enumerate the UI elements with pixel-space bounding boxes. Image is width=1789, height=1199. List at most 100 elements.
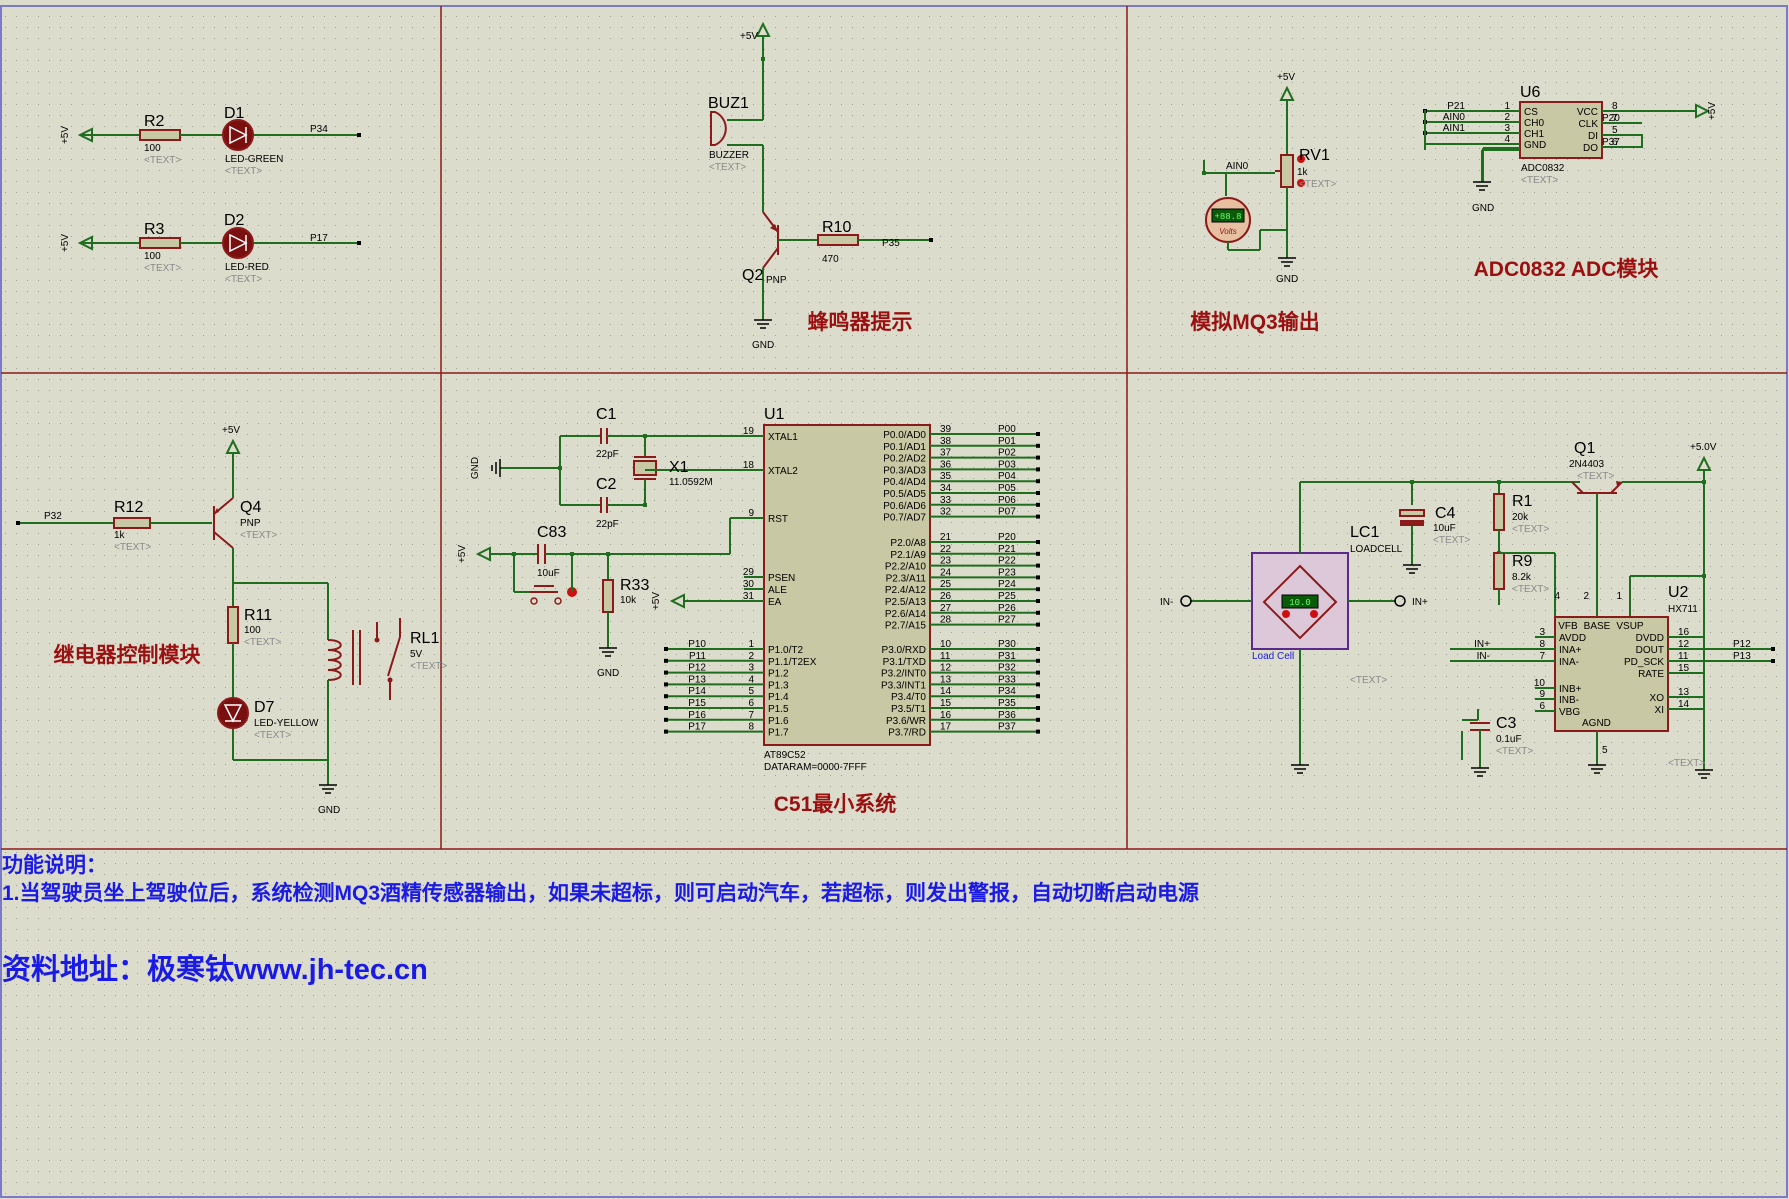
u1-part: AT89C52 (764, 750, 806, 761)
pin-name: P0.2/AD2 (883, 454, 926, 465)
pin-name: CH1 (1524, 129, 1544, 140)
c1-value: 22pF (596, 449, 619, 460)
c3-text: <TEXT> (1496, 746, 1533, 757)
hx711-left-pin: INA-7IN- (1450, 651, 1579, 668)
pin-number: 7 (1539, 651, 1545, 662)
pin-number: 12 (1678, 639, 1690, 650)
mcu-title: C51最小系统 (774, 792, 897, 816)
pin-number: 5 (748, 686, 754, 697)
pin-name: VSUP (1616, 621, 1644, 632)
r11-text: <TEXT> (244, 637, 281, 648)
r1-text: <TEXT> (1512, 524, 1549, 535)
meter-unit: Volts (1219, 227, 1237, 236)
vcc-label: +5V (60, 126, 71, 144)
pin-name: P1.7 (768, 728, 789, 739)
d1-text: <TEXT> (225, 166, 262, 177)
net-ain0: AIN0 (1226, 161, 1249, 172)
pin-number: 38 (940, 436, 952, 447)
net-label: P12 (1733, 639, 1751, 650)
pin-number: 21 (940, 532, 952, 543)
vcc-label: +5V (1277, 72, 1295, 83)
pin-number: 6 (1539, 701, 1545, 712)
pin-name: DI (1588, 131, 1598, 142)
net-p34: P34 (310, 124, 328, 135)
pin-name: CH0 (1524, 118, 1544, 129)
led-indicator-red: +5V R3 100 <TEXT> D2 LED-RED <TEXT> P17 (60, 212, 361, 285)
c3-value: 0.1uF (1496, 734, 1522, 745)
d1-ref: D1 (224, 105, 245, 122)
buz1-text: <TEXT> (709, 162, 746, 173)
net-label: AIN1 (1443, 123, 1466, 134)
u2-part: HX711 (1668, 604, 1698, 615)
q1-ref: Q1 (1574, 440, 1595, 457)
pin-name: P3.1/TXD (883, 657, 926, 668)
notes-line1: 1.当驾驶员坐上驾驶位后，系统检测MQ3酒精传感器输出，如果未超标，则可启动汽车… (2, 881, 1199, 905)
vcc-label: +5V (740, 31, 758, 42)
q1-type: 2N4403 (1569, 459, 1604, 470)
pin-name: P2.2/A10 (885, 562, 927, 573)
net-label: P33 (998, 674, 1016, 685)
pin-number: 8 (1612, 101, 1618, 112)
pin-name: P1.2 (768, 669, 789, 680)
pin-name: CS (1524, 107, 1538, 118)
notes-heading: 功能说明： (2, 853, 107, 877)
pin-number: 13 (1678, 687, 1690, 698)
pin-number: 2 (1583, 591, 1589, 602)
r9-value: 8.2k (1512, 572, 1532, 583)
net-p17: P17 (310, 233, 328, 244)
d7-text: <TEXT> (254, 730, 291, 741)
pin-number: 36 (940, 459, 952, 470)
mq3-title: 模拟MQ3输出 (1190, 310, 1320, 334)
pin-name: RST (768, 514, 788, 525)
vcc-5v0-label: +5.0V (1690, 442, 1717, 453)
pin-name: RATE (1638, 669, 1664, 680)
net-label: P35 (998, 698, 1016, 709)
pin-name: P0.7/AD7 (883, 513, 926, 524)
pin-name: P1.6 (768, 716, 789, 727)
gnd-label: GND (597, 668, 619, 679)
pin-name: P2.5/A13 (885, 597, 927, 608)
net-label: P37 (998, 722, 1016, 733)
c4-text: <TEXT> (1433, 535, 1470, 546)
pin-name: XTAL1 (768, 432, 798, 443)
c83-ref: C83 (537, 524, 566, 541)
pin-number: 1 (748, 639, 754, 650)
pin-name: P3.5/T1 (891, 704, 926, 715)
net-label: P21 (1447, 101, 1465, 112)
pin-name: P1.5 (768, 704, 789, 715)
net-label: P23 (998, 567, 1016, 578)
pin-number: 11 (940, 651, 951, 662)
pin-name: P2.1/A9 (890, 550, 926, 561)
r12-ref: R12 (114, 499, 143, 516)
pin-name: VCC (1577, 107, 1598, 118)
u2-ref: U2 (1668, 584, 1689, 601)
net-label: P36 (998, 710, 1016, 721)
pin-name: P0.0/AD0 (883, 430, 926, 441)
lc1-ref: LC1 (1350, 524, 1379, 541)
pin-number: 5 (1612, 125, 1618, 136)
net-label: P00 (998, 424, 1016, 435)
pin-number: 3 (1504, 123, 1510, 134)
r10-value: 470 (822, 254, 839, 265)
pin-number: 6 (748, 698, 754, 709)
relay-title: 继电器控制模块 (54, 643, 202, 667)
loadcell-caption: Load Cell (1252, 651, 1294, 662)
pin-name: AVDD (1559, 633, 1586, 644)
